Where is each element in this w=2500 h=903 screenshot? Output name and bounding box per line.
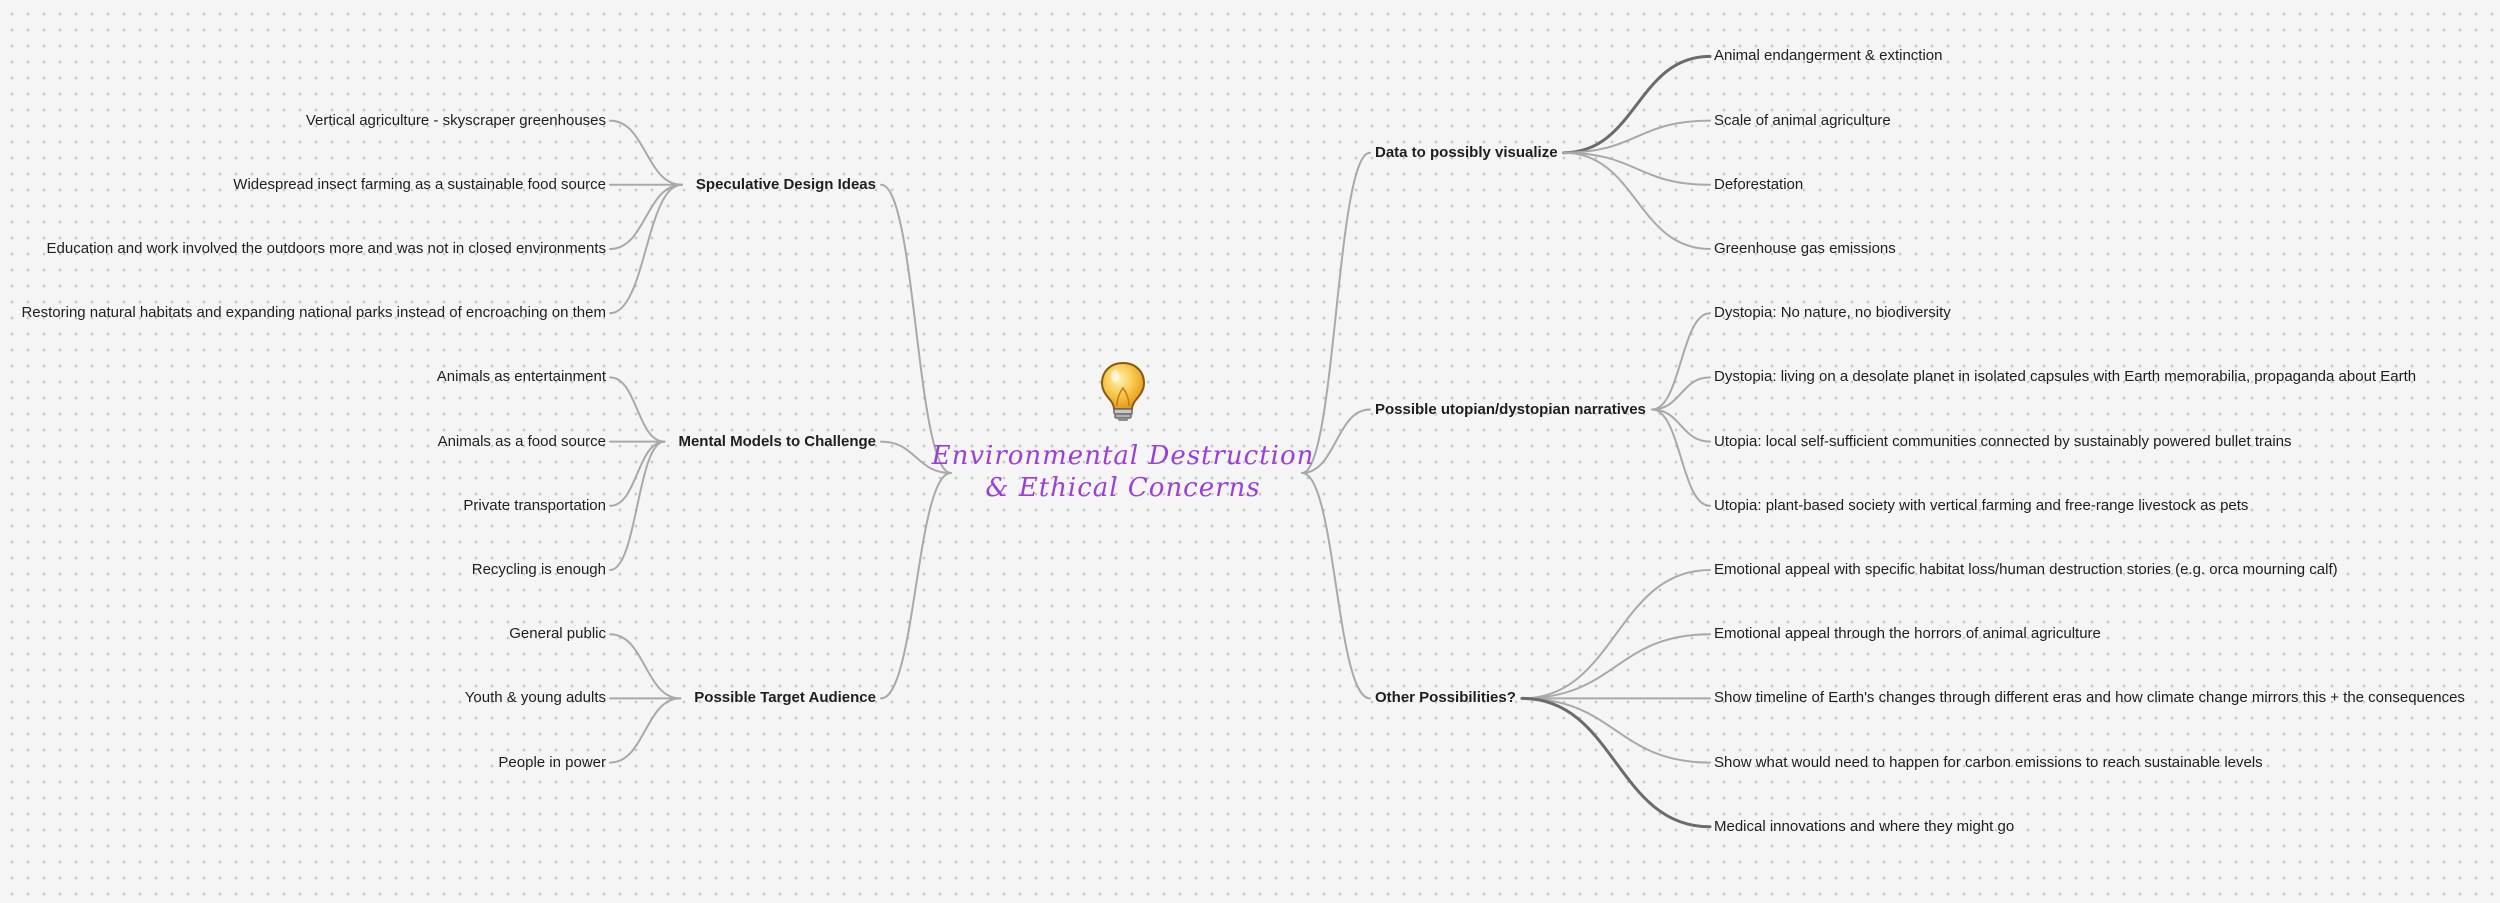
leaf-node[interactable]: Show timeline of Earth's changes through… — [1714, 689, 2465, 707]
connector-line — [1520, 633, 1711, 700]
connector-line — [609, 119, 683, 186]
connector-line — [1520, 696, 1712, 829]
leaf-node[interactable]: Education and work involved the outdoors… — [46, 240, 607, 257]
leaf-node[interactable]: Vertical agriculture - skyscraper greenh… — [305, 111, 606, 129]
leaf-node[interactable]: Show what would need to happen for carbo… — [1714, 753, 2263, 771]
leaf-node[interactable]: Emotional appeal through the horrors of … — [1714, 625, 2101, 643]
branch-node[interactable]: Possible utopian/dystopian narratives — [1375, 400, 1646, 418]
connector-line — [609, 633, 682, 700]
leaf-node[interactable]: Deforestation — [1714, 175, 1804, 193]
branch-node[interactable]: Data to possibly visualize — [1375, 143, 1558, 161]
connector-line — [609, 440, 666, 507]
connector-line — [609, 183, 683, 315]
connector-line — [1650, 376, 1711, 411]
central-topic-title-line-2: & Ethical Concerns — [985, 473, 1261, 503]
connector-line — [1301, 151, 1371, 474]
lightbulb-icon — [1100, 361, 1146, 421]
leaf-node[interactable]: Scale of animal agriculture — [1714, 111, 1891, 129]
central-topic-title-line-1: Environmental Destruction — [931, 441, 1315, 471]
connector-line — [880, 183, 952, 474]
connector-line — [1301, 408, 1371, 474]
connector-line — [1650, 312, 1711, 411]
connector-line — [609, 697, 682, 764]
connector-line — [1520, 569, 1711, 700]
connector-line — [1650, 408, 1711, 507]
connector-line — [609, 183, 683, 250]
branch-node[interactable]: Speculative Design Ideas — [695, 175, 876, 193]
leaf-node[interactable]: Animal endangerment & extinction — [1714, 47, 1943, 65]
leaf-node[interactable]: Restoring natural habitats and expanding… — [21, 304, 606, 322]
leaf-node[interactable]: Widespread insect farming as a sustainab… — [233, 175, 606, 193]
central-topic[interactable]: Environmental Destruction & Ethical Conc… — [932, 440, 1315, 504]
leaf-node[interactable]: Recycling is enough — [471, 561, 606, 578]
leaf-node[interactable]: Youth & young adults — [464, 689, 606, 707]
leaf-node[interactable]: General public — [509, 625, 606, 643]
leaf-node[interactable]: Greenhouse gas emissions — [1714, 240, 1896, 257]
connector-line — [1562, 151, 1711, 186]
connector-line — [1562, 151, 1711, 250]
connector-line — [1650, 408, 1711, 443]
branch-node[interactable]: Mental Models to Challenge — [678, 432, 876, 450]
connector-line — [1301, 472, 1371, 700]
leaf-node[interactable]: Dystopia: living on a desolate planet in… — [1714, 368, 2417, 386]
connector-line — [1520, 697, 1711, 764]
connector-line — [880, 440, 952, 474]
connector-line — [1562, 119, 1711, 154]
branch-node[interactable]: Other Possibilities? — [1375, 689, 1516, 707]
leaf-node[interactable]: Utopia: plant-based society with vertica… — [1714, 496, 2249, 514]
leaf-node[interactable]: Private transportation — [463, 496, 606, 514]
branch-node[interactable]: Possible Target Audience — [694, 689, 876, 707]
connector-line — [880, 472, 952, 700]
leaf-node[interactable]: Medical innovations and where they might… — [1714, 817, 2015, 835]
leaf-node[interactable]: Animals as entertainment — [436, 368, 606, 386]
connector-line — [1562, 54, 1712, 155]
leaf-node[interactable]: Dystopia: No nature, no biodiversity — [1714, 304, 1951, 322]
leaf-node[interactable]: People in power — [498, 753, 606, 771]
leaf-node[interactable]: Utopia: local self-sufficient communitie… — [1714, 432, 2292, 450]
central-topic-title: Environmental Destruction & Ethical Conc… — [932, 440, 1315, 504]
leaf-node[interactable]: Emotional appeal with specific habitat l… — [1714, 561, 2338, 578]
leaf-node[interactable]: Animals as a food source — [437, 432, 606, 450]
connector-line — [609, 440, 666, 571]
connector-line — [609, 376, 666, 443]
